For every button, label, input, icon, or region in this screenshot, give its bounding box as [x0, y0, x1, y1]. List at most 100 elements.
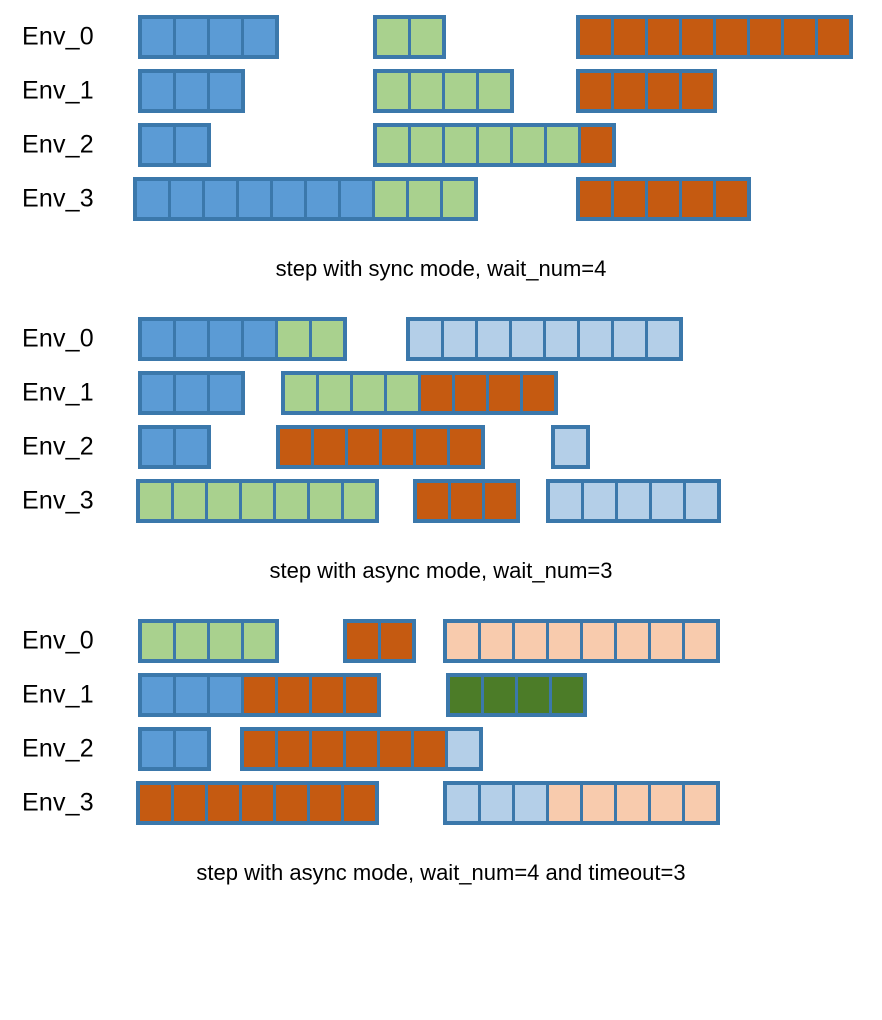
timeline-row: Env_1 [0, 366, 882, 420]
timeline-track [0, 10, 882, 64]
timeline-cell-orange [414, 731, 445, 767]
timeline-cell-blue [142, 73, 173, 109]
panel-caption-wrapper: step with async mode, wait_num=4 and tim… [0, 830, 882, 916]
timeline-cell-orange [682, 19, 713, 55]
timeline-row: Env_2 [0, 722, 882, 776]
timeline-cell-orange [648, 181, 679, 217]
timeline-cell-green [445, 73, 476, 109]
timeline-cell-green [174, 483, 205, 519]
timeline-cell-orange [451, 483, 482, 519]
timeline-cell-light-blue [652, 483, 683, 519]
timeline-cell-blue [176, 321, 207, 357]
timeline-cell-blue [176, 19, 207, 55]
timeline-cell-green [310, 483, 341, 519]
timeline-cell-blue [210, 677, 241, 713]
timeline-cell-orange [614, 73, 645, 109]
row-label-env_0: Env_0 [22, 626, 94, 655]
timeline-cell-orange [314, 429, 345, 465]
timeline-cell-green [285, 375, 316, 411]
timeline-cell-orange [348, 429, 379, 465]
timeline-track [0, 312, 882, 366]
timeline-block [576, 15, 853, 59]
timeline-row: Env_3 [0, 172, 882, 226]
timeline-cell-orange [614, 19, 645, 55]
timeline-cell-dark-green [552, 677, 583, 713]
timeline-cell-orange [346, 677, 377, 713]
timeline-cell-orange [278, 677, 309, 713]
timeline-cell-light-orange [617, 623, 648, 659]
timeline-block [133, 177, 478, 221]
timeline-cell-green [210, 623, 241, 659]
timeline-block [373, 69, 514, 113]
timeline-block [138, 317, 347, 361]
timeline-cell-orange [485, 483, 516, 519]
timeline-cell-blue [210, 375, 241, 411]
timeline-cell-orange [682, 181, 713, 217]
timeline-block [138, 123, 211, 167]
timeline-cell-blue [244, 19, 275, 55]
timeline-cell-orange [614, 181, 645, 217]
timeline-track [0, 118, 882, 172]
timeline-cell-orange [716, 181, 747, 217]
timeline-cell-blue [176, 677, 207, 713]
timeline-cell-blue [239, 181, 270, 217]
timeline-track [0, 668, 882, 722]
timeline-cell-light-orange [583, 785, 614, 821]
timeline-cell-light-blue [614, 321, 645, 357]
timeline-cell-light-blue [481, 785, 512, 821]
timeline-row: Env_2 [0, 420, 882, 474]
timeline-track [0, 366, 882, 420]
row-label-env_1: Env_1 [22, 378, 94, 407]
timeline-cell-orange [380, 731, 411, 767]
timeline-cell-light-orange [515, 623, 546, 659]
timeline-cell-light-orange [685, 623, 716, 659]
timeline-block [138, 673, 381, 717]
panel-caption: step with async mode, wait_num=4 and tim… [196, 860, 686, 885]
panel-caption: step with async mode, wait_num=3 [269, 558, 613, 583]
panel-caption-wrapper: step with sync mode, wait_num=4 [0, 226, 882, 312]
timeline-block [138, 619, 279, 663]
timeline-cell-light-blue [555, 429, 586, 465]
timeline-cell-orange [344, 785, 375, 821]
timeline-block [446, 673, 587, 717]
timeline-cell-light-blue [447, 785, 478, 821]
timeline-block [406, 317, 683, 361]
timeline-cell-blue [142, 429, 173, 465]
timeline-cell-blue [210, 19, 241, 55]
timeline-cell-blue [137, 181, 168, 217]
timeline-cell-orange [416, 429, 447, 465]
timeline-cell-orange [310, 785, 341, 821]
timeline-cell-orange [489, 375, 520, 411]
timeline-cell-light-blue [686, 483, 717, 519]
timeline-cell-light-blue [546, 321, 577, 357]
timeline-cell-green [276, 483, 307, 519]
timeline-cell-orange [276, 785, 307, 821]
timeline-cell-blue [171, 181, 202, 217]
timeline-cell-orange [242, 785, 273, 821]
timeline-cell-orange [421, 375, 452, 411]
timeline-cell-light-blue [448, 731, 479, 767]
timeline-cell-light-orange [651, 623, 682, 659]
timeline-block [413, 479, 520, 523]
timeline-cell-green [208, 483, 239, 519]
timeline-track [0, 172, 882, 226]
timeline-block [138, 69, 245, 113]
timeline-track [0, 776, 882, 830]
timeline-cell-orange [818, 19, 849, 55]
timeline-cell-blue [307, 181, 338, 217]
timeline-cell-blue [142, 731, 173, 767]
timeline-cell-orange [523, 375, 554, 411]
timeline-cell-light-blue [584, 483, 615, 519]
timeline-cell-light-blue [478, 321, 509, 357]
timeline-block [443, 781, 720, 825]
timeline-cell-light-blue [444, 321, 475, 357]
timeline-cell-orange [382, 429, 413, 465]
row-label-env_3: Env_3 [22, 486, 94, 515]
timeline-track [0, 614, 882, 668]
timeline-cell-orange [347, 623, 378, 659]
timeline-cell-green [244, 623, 275, 659]
timeline-cell-green [319, 375, 350, 411]
